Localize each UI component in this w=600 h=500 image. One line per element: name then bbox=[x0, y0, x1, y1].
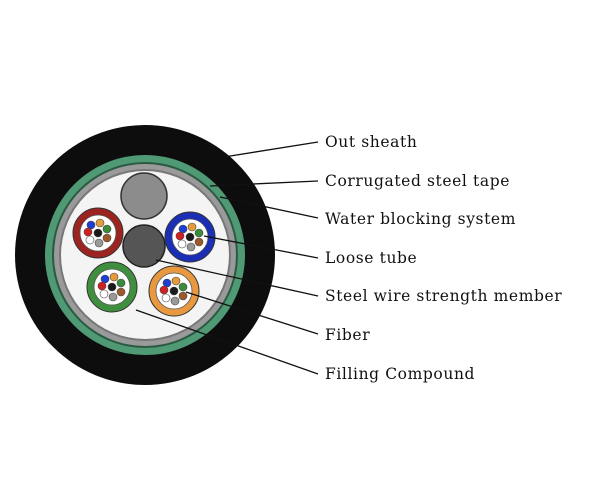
fiber bbox=[187, 222, 197, 232]
fiber bbox=[169, 286, 179, 296]
fiber bbox=[159, 285, 169, 295]
label-steel-wire-strength-member: Steel wire strength member bbox=[325, 287, 562, 305]
fiber bbox=[178, 282, 188, 292]
fiber bbox=[171, 276, 181, 286]
fiber bbox=[93, 228, 103, 238]
cable-cross-section bbox=[15, 125, 275, 385]
leader-filling-compound bbox=[135, 309, 319, 375]
loose-tube-orange bbox=[148, 265, 200, 317]
leader-fiber bbox=[185, 291, 319, 335]
loose-tube-blue bbox=[164, 211, 216, 263]
fiber bbox=[83, 227, 93, 237]
fiber bbox=[185, 232, 195, 242]
loose-tube-green bbox=[86, 261, 138, 313]
fiber bbox=[95, 218, 105, 228]
leader-corrugated-steel-tape bbox=[209, 180, 319, 187]
fiber bbox=[170, 296, 180, 306]
fiber bbox=[107, 282, 117, 292]
fiber bbox=[109, 272, 119, 282]
label-loose-tube: Loose tube bbox=[325, 249, 417, 267]
fiber bbox=[116, 278, 126, 288]
label-water-blocking-system: Water blocking system bbox=[325, 210, 516, 228]
loose-tube-red bbox=[72, 207, 124, 259]
filler-rod bbox=[120, 172, 168, 220]
fiber bbox=[175, 231, 185, 241]
label-out-sheath: Out sheath bbox=[325, 133, 417, 151]
fiber bbox=[97, 281, 107, 291]
fiber bbox=[102, 233, 112, 243]
labels: Out sheath Corrugated steel tape Water b… bbox=[325, 133, 562, 383]
label-fiber: Fiber bbox=[325, 326, 370, 344]
fiber bbox=[102, 224, 112, 234]
fiber bbox=[108, 292, 118, 302]
leader-loose-tube bbox=[203, 235, 319, 259]
leader-out-sheath bbox=[223, 141, 319, 158]
fiber bbox=[85, 235, 95, 245]
fiber bbox=[94, 238, 104, 248]
fiber bbox=[99, 289, 109, 299]
fiber bbox=[177, 239, 187, 249]
fiber bbox=[186, 242, 196, 252]
leader-water-blocking-system bbox=[219, 196, 319, 219]
central-strength-member bbox=[122, 224, 166, 268]
fiber bbox=[178, 291, 188, 301]
fiber bbox=[194, 237, 204, 247]
fiber bbox=[194, 228, 204, 238]
leader-steel-wire-strength-member bbox=[155, 259, 319, 297]
fiber bbox=[161, 293, 171, 303]
leader-lines bbox=[135, 141, 319, 375]
label-filling-compound: Filling Compound bbox=[325, 365, 475, 383]
label-corrugated-steel-tape: Corrugated steel tape bbox=[325, 172, 510, 190]
fiber bbox=[116, 287, 126, 297]
